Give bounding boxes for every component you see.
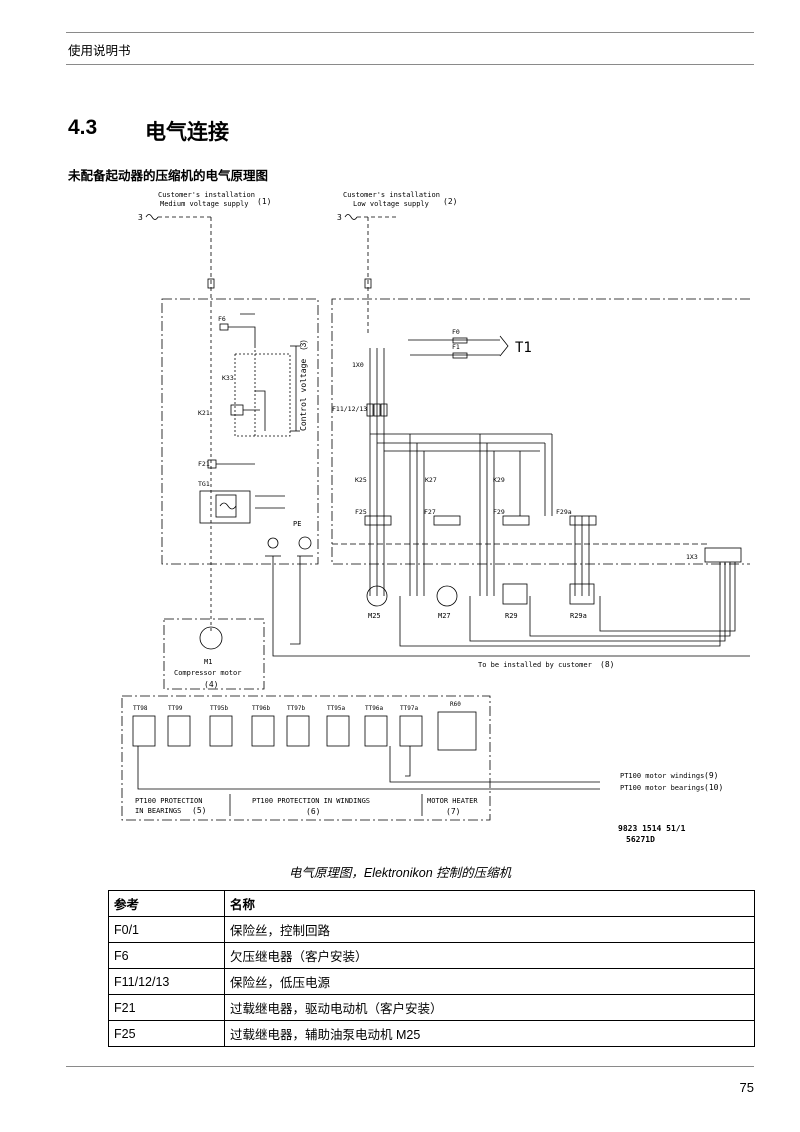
label-1x3: 1X3 (686, 553, 698, 561)
sensor-tt98: TT98 (133, 705, 148, 712)
sensor-tt99: TT99 (168, 705, 183, 712)
table-row: F21 过载继电器，驱动电动机（客户安装） (108, 994, 755, 1021)
column-header-ref: 参考 (108, 890, 225, 917)
label-r29a: R29a (570, 612, 587, 620)
label-k27: K27 (425, 476, 437, 484)
header-rule-bottom (66, 64, 754, 65)
cell-name: 过载继电器，辅助油泵电动机 M25 (224, 1020, 755, 1047)
sensor-tt95a: TT95a (327, 705, 345, 712)
label-tg1: TG1 (198, 480, 210, 488)
heater-r60: R60 (450, 701, 461, 708)
subsection-title: 未配备起动器的压缩机的电气原理图 (68, 169, 269, 183)
phase-label-2: 3 (337, 213, 342, 222)
bearings-out-num: (10) (704, 783, 723, 792)
reference-table: 参考 名称 F0/1 保险丝，控制回路 F6 欠压继电器（客户安装） F11/1… (108, 890, 755, 1047)
label-f0: F0 (452, 328, 460, 336)
label-m1: M1 (204, 658, 212, 666)
cell-ref: F25 (108, 1020, 225, 1047)
cell-name: 过载继电器，驱动电动机（客户安装） (224, 994, 755, 1021)
sensor-tt97b: TT97b (287, 705, 305, 712)
pt100-bearings-line1: PT100 PROTECTION (135, 797, 202, 805)
label-k25: K25 (355, 476, 367, 484)
customer-install-text: To be installed by customer (478, 661, 592, 669)
cell-name: 保险丝，控制回路 (224, 916, 755, 943)
label-k29: K29 (493, 476, 505, 484)
ground-icon (265, 537, 281, 557)
label-f29a: F29a (556, 508, 572, 516)
header-rule-top (66, 32, 754, 33)
table-header-row: 参考 名称 (108, 890, 755, 917)
pt100-windings-num: (6) (306, 807, 320, 816)
sensor-group (132, 715, 423, 747)
label-f27: F27 (424, 508, 436, 516)
label-t1: T1 (515, 340, 532, 356)
table-row: F11/12/13 保险丝，低压电源 (108, 968, 755, 995)
pt100-windings-label: PT100 PROTECTION IN WINDINGS (252, 797, 370, 805)
compressor-motor-label: Compressor motor (174, 669, 241, 677)
motor-heater-label: MOTOR HEATER (427, 797, 478, 805)
footer-rule (66, 1066, 754, 1067)
table-row: F6 欠压继电器（客户安装） (108, 942, 755, 969)
table-row: F0/1 保险丝，控制回路 (108, 916, 755, 943)
supply2-num: (2) (443, 197, 457, 206)
bearings-out-label: PT100 motor bearings (620, 784, 704, 792)
page-number: 75 (739, 1080, 754, 1095)
label-f21: F21 (198, 460, 210, 468)
label-k33: K33 (222, 374, 234, 382)
sensor-tt96a: TT96a (365, 705, 383, 712)
figure-caption: 电气原理图，Elektronikon 控制的压缩机 (288, 866, 512, 880)
supply1-line1: Customer's installation (158, 191, 255, 199)
sensor-tt97a: TT97a (400, 705, 418, 712)
label-f6: F6 (218, 315, 226, 323)
doc-code-2: 56271D (626, 835, 655, 844)
control-voltage-label: Control voltage (3) (299, 340, 308, 431)
sensor-tt96b: TT96b (252, 705, 270, 712)
label-k21: K21 (198, 409, 210, 417)
control-voltage-text: Control voltage (299, 359, 308, 431)
header-title: 使用说明书 (68, 44, 131, 58)
column-header-name: 名称 (224, 890, 755, 917)
supply2-line2: Low voltage supply (353, 200, 429, 208)
supply1-line2: Medium voltage supply (160, 200, 249, 208)
label-f11: F11/12/13 (332, 405, 367, 413)
pt100-bearings-line2: IN BEARINGS (135, 807, 181, 815)
label-r29: R29 (505, 612, 518, 620)
windings-out-label: PT100 motor windings (620, 772, 704, 780)
label-m27: M27 (438, 612, 451, 620)
label-f1: F1 (452, 343, 460, 351)
pe-ground-icon (297, 536, 313, 557)
label-m25: M25 (368, 612, 381, 620)
label-pe: PE (293, 520, 301, 528)
sensor-tt95b: TT95b (210, 705, 228, 712)
label-f25: F25 (355, 508, 367, 516)
cell-ref: F11/12/13 (108, 968, 225, 995)
cell-ref: F21 (108, 994, 225, 1021)
table-row: F25 过载继电器，辅助油泵电动机 M25 (108, 1020, 755, 1047)
compressor-motor-num: (4) (204, 680, 218, 689)
pt100-bearings-num: (5) (192, 806, 206, 815)
motor-heater-num: (7) (446, 807, 460, 816)
doc-code-1: 9823 1514 51/1 (618, 824, 686, 833)
customer-install-num: (8) (600, 660, 614, 669)
supply1-num: (1) (257, 197, 271, 206)
cell-name: 欠压继电器（客户安装） (224, 942, 755, 969)
electrical-diagram: Customer's installation Medium voltage s… (121, 191, 750, 844)
supply2-line1: Customer's installation (343, 191, 440, 199)
control-voltage-num: (3) (299, 340, 308, 350)
cell-ref: F0/1 (108, 916, 225, 943)
section-number: 4.3 (68, 116, 98, 139)
cell-name: 保险丝，低压电源 (224, 968, 755, 995)
label-f29: F29 (493, 508, 505, 516)
phase-label-1: 3 (138, 213, 143, 222)
windings-out-num: (9) (704, 771, 718, 780)
section-title: 电气连接 (145, 121, 229, 144)
cell-ref: F6 (108, 942, 225, 969)
label-1x0: 1X0 (352, 361, 364, 369)
